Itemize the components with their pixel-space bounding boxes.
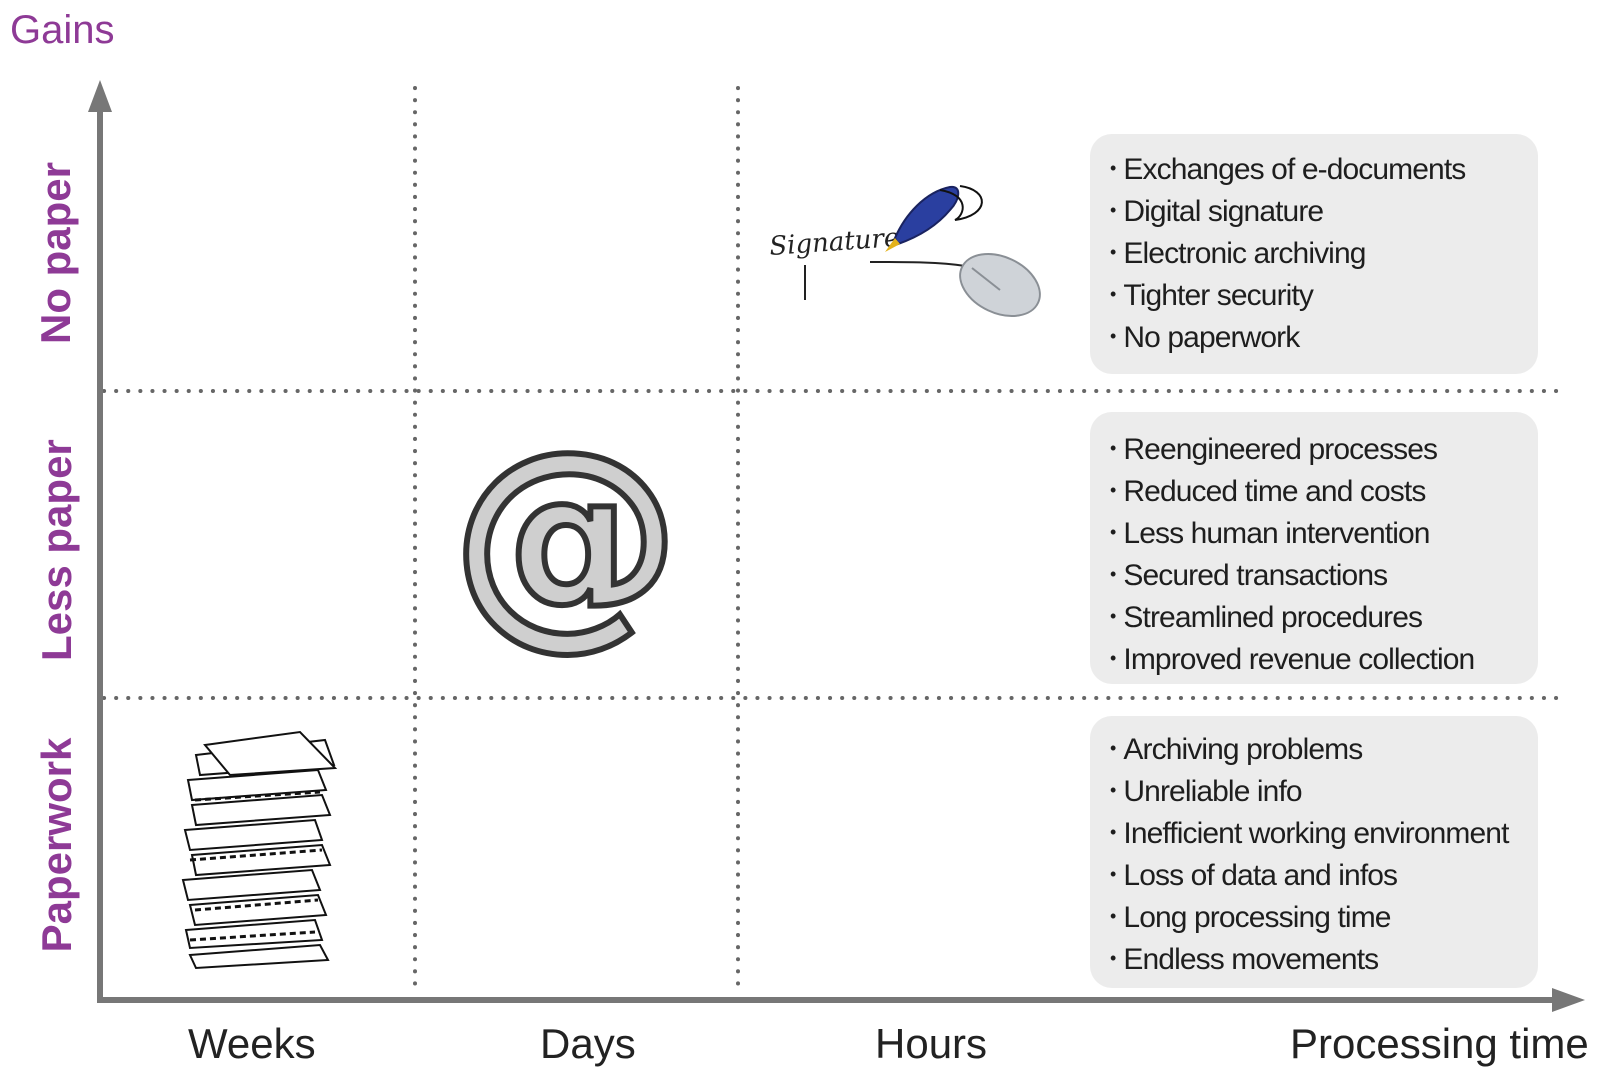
list-item: Less human intervention — [1110, 512, 1520, 554]
pen-swirl — [939, 185, 983, 221]
paper-sheet — [203, 730, 338, 777]
x-axis-arrow — [1552, 988, 1585, 1012]
list-item: Inefficient working environment — [1110, 812, 1520, 854]
no-paper-box: Exchanges of e-documents Digital signatu… — [1090, 134, 1538, 374]
list-item: Reengineered processes — [1110, 428, 1520, 470]
x-level-hours: Hours — [875, 1020, 988, 1067]
y-axis-arrow — [88, 80, 112, 112]
list-item: Reduced time and costs — [1110, 470, 1520, 512]
list-item: Tighter security — [1110, 274, 1520, 316]
signature-text: Signature — [768, 223, 900, 262]
y-level-less-paper: Less paper — [33, 439, 80, 661]
list-item: Endless movements — [1110, 938, 1520, 980]
x-level-weeks: Weeks — [188, 1020, 316, 1067]
list-item: Digital signature — [1110, 190, 1520, 232]
pen-icon — [893, 185, 960, 246]
grid-lines — [102, 86, 1562, 992]
paper-sheet — [183, 818, 324, 852]
paper-sheet — [188, 943, 330, 970]
list-item: Unreliable info — [1110, 770, 1520, 812]
paper-sheet — [190, 793, 332, 827]
paper-sheet — [181, 868, 322, 902]
at-sign-icon: @ — [448, 400, 684, 673]
paper-texture — [189, 790, 323, 942]
paper-sheet — [188, 893, 328, 927]
list-item: Secured transactions — [1110, 554, 1520, 596]
pen-nib — [885, 238, 900, 252]
paperwork-box: Archiving problems Unreliable info Ineff… — [1090, 716, 1538, 988]
signature-pen-mouse-icon: Signature — [768, 185, 1041, 317]
y-level-paperwork: Paperwork — [33, 737, 80, 953]
paperwork-list: Archiving problems Unreliable info Ineff… — [1110, 728, 1520, 980]
mouse-button-split — [971, 267, 1001, 291]
paper-sheet — [186, 768, 328, 802]
list-item: Long processing time — [1110, 896, 1520, 938]
x-level-days: Days — [540, 1020, 636, 1067]
mouse-cable — [869, 261, 966, 267]
at-glyph: @ — [451, 403, 681, 670]
paper-sheet — [184, 918, 324, 950]
list-item: Exchanges of e-documents — [1110, 148, 1520, 190]
list-item: Electronic archiving — [1110, 232, 1520, 274]
list-item: No paperwork — [1110, 316, 1520, 358]
y-axis-title: Gains — [10, 8, 115, 52]
no-paper-list: Exchanges of e-documents Digital signatu… — [1110, 148, 1520, 358]
less-paper-box: Reengineered processes Reduced time and … — [1090, 412, 1538, 684]
mouse-icon — [959, 253, 1041, 317]
list-item: Improved revenue collection — [1110, 638, 1520, 680]
axes — [88, 80, 1585, 1012]
list-item: Loss of data and infos — [1110, 854, 1520, 896]
list-item: Streamlined procedures — [1110, 596, 1520, 638]
list-item: Archiving problems — [1110, 728, 1520, 770]
x-axis-title: Processing time — [1290, 1020, 1589, 1067]
y-level-no-paper: No paper — [32, 161, 79, 345]
paper-stack-icon — [181, 730, 338, 970]
less-paper-list: Reengineered processes Reduced time and … — [1110, 428, 1520, 680]
